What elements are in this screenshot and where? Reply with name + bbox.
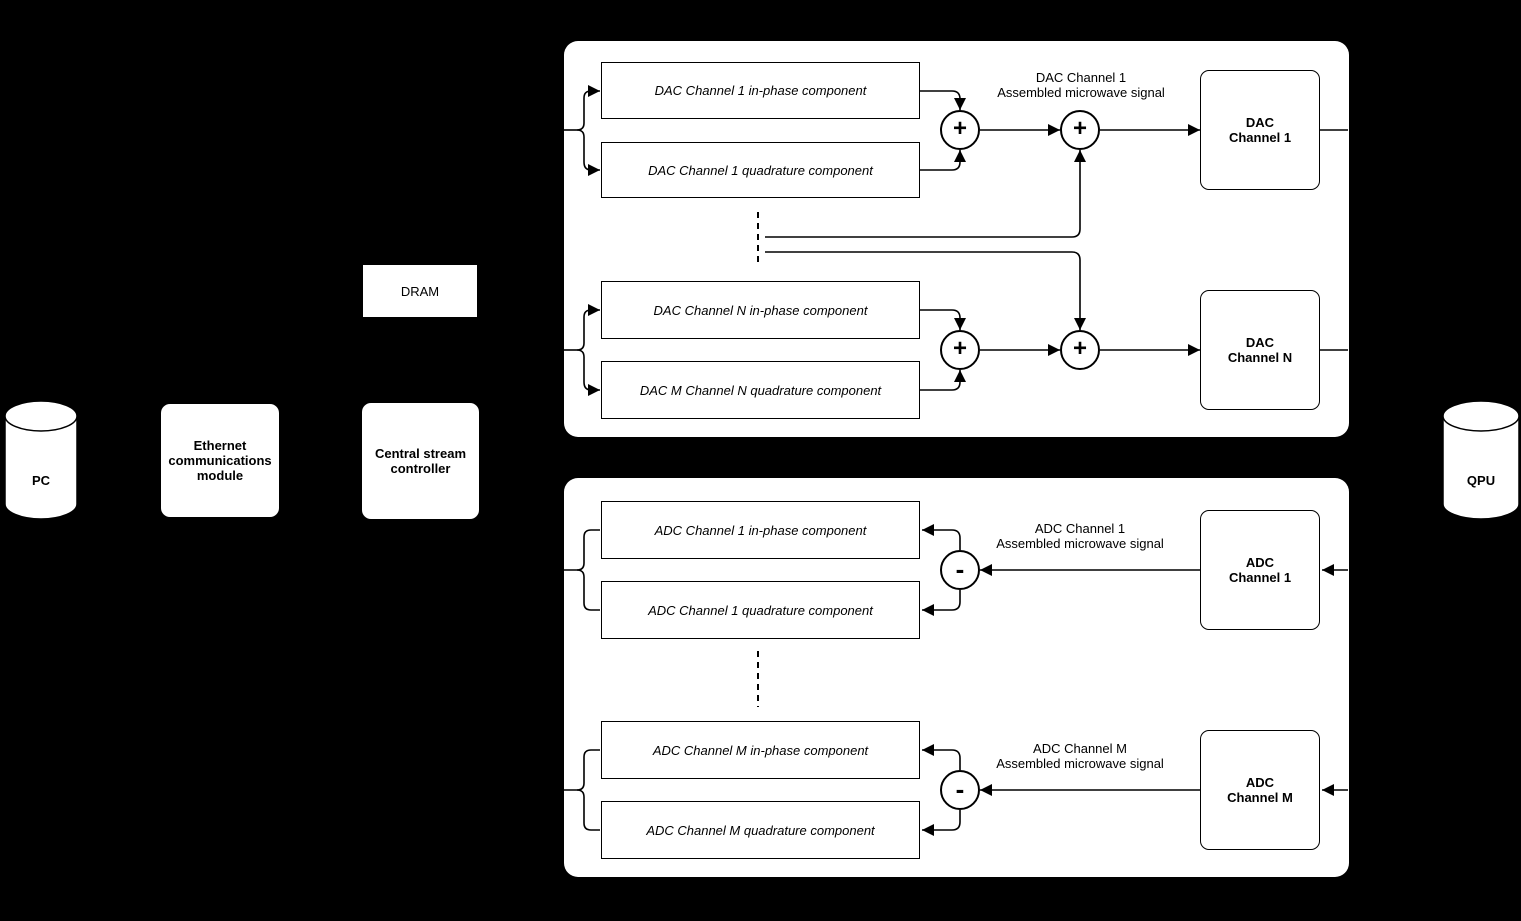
dac-chN-adder-plus-icon: +	[940, 330, 980, 370]
dac-channelN-box: DAC Channel N	[1200, 290, 1320, 410]
plus-icon: +	[1072, 335, 1087, 362]
adc-ch1-signal-label: ADC Channel 1 Assembled microwave signal	[980, 521, 1180, 551]
adc-ch1-inphase-box: ADC Channel 1 in-phase component	[601, 501, 920, 559]
controller-label-line2: controller	[390, 461, 451, 476]
adc-chM-signal-label-line1: ADC Channel M	[1033, 741, 1127, 756]
dac-ch1-inphase-label: DAC Channel 1 in-phase component	[654, 83, 867, 98]
dram-label: DRAM	[400, 283, 440, 299]
adc-chM-signal-label: ADC Channel M Assembled microwave signal	[980, 741, 1180, 771]
qpu-cylinder: QPU	[1442, 400, 1520, 520]
dac-channel1-box: DAC Channel 1	[1200, 70, 1320, 190]
adc-ch1-signal-label-line2: Assembled microwave signal	[996, 536, 1164, 551]
adc-ch1-signal-label-line1: ADC Channel 1	[1034, 521, 1126, 536]
dac-ch1-adder-plus-icon: +	[940, 110, 980, 150]
ethernet-label-line1: Ethernet	[193, 438, 247, 453]
dac-ch1-inphase-box: DAC Channel 1 in-phase component	[601, 62, 920, 119]
adc-chM-quadrature-box: ADC Channel M quadrature component	[601, 801, 920, 859]
qpu-cylinder-shape	[1442, 400, 1520, 520]
adc-chM-inphase-box: ADC Channel M in-phase component	[601, 721, 920, 779]
ethernet-label-line3: module	[196, 468, 244, 483]
plus-icon: +	[952, 115, 967, 142]
dram-box: DRAM	[362, 264, 478, 318]
dac-chN-inphase-label: DAC Channel N in-phase component	[653, 302, 868, 318]
minus-icon: -	[955, 554, 965, 584]
pc-cylinder: PC	[4, 400, 78, 520]
dac-ch1-signal-label-line2: Assembled microwave signal	[997, 85, 1165, 100]
adc-channel1-label-line2: Channel 1	[1228, 570, 1292, 585]
dac-ch1-combiner-plus-icon: +	[1060, 110, 1100, 150]
adc-channel1-box: ADC Channel 1	[1200, 510, 1320, 630]
dac-chN-combiner-plus-icon: +	[1060, 330, 1100, 370]
qpu-label: QPU	[1466, 473, 1496, 488]
controller-label-line1: Central stream	[374, 446, 467, 461]
adc-chM-signal-label-line2: Assembled microwave signal	[996, 756, 1164, 771]
adc-channelM-label-line1: ADC	[1245, 775, 1275, 790]
adc-ch1-subtractor-minus-icon: -	[940, 550, 980, 590]
central-stream-controller-box: Central stream controller	[361, 402, 480, 520]
dac-channel1-label-line1: DAC	[1245, 115, 1275, 130]
dac-channel1-label-line2: Channel 1	[1228, 130, 1292, 145]
plus-icon: +	[1072, 115, 1087, 142]
adc-chM-subtractor-minus-icon: -	[940, 770, 980, 810]
dac-ch1-quadrature-label: DAC Channel 1 quadrature component	[648, 162, 873, 178]
dac-channelN-label-line2: Channel N	[1227, 350, 1293, 365]
pc-cylinder-shape	[4, 400, 78, 520]
adc-chM-inphase-label: ADC Channel M in-phase component	[652, 742, 869, 758]
adc-channelM-label-line2: Channel M	[1227, 790, 1293, 805]
adc-ch1-quadrature-label: ADC Channel 1 quadrature component	[648, 602, 873, 618]
adc-ch1-inphase-label: ADC Channel 1 in-phase component	[654, 522, 867, 538]
pc-label: PC	[31, 473, 51, 488]
adc-channel1-label-line1: ADC	[1245, 555, 1275, 570]
adc-chM-quadrature-label: ADC Channel M quadrature component	[646, 822, 875, 838]
dac-ch1-signal-label: DAC Channel 1 Assembled microwave signal	[981, 70, 1181, 100]
ethernet-label-line2: communications	[168, 453, 272, 468]
adc-channelM-box: ADC Channel M	[1200, 730, 1320, 850]
ethernet-module-box: Ethernet communications module	[160, 403, 280, 518]
dac-ch1-quadrature-box: DAC Channel 1 quadrature component	[601, 142, 920, 198]
dac-chN-quadrature-box: DAC M Channel N quadrature component	[601, 361, 920, 419]
plus-icon: +	[952, 335, 967, 362]
adc-ch1-quadrature-box: ADC Channel 1 quadrature component	[601, 581, 920, 639]
dac-ch1-signal-label-line1: DAC Channel 1	[1035, 70, 1127, 85]
dac-chN-inphase-box: DAC Channel N in-phase component	[601, 281, 920, 339]
minus-icon: -	[955, 774, 965, 804]
dac-chN-quadrature-label: DAC M Channel N quadrature component	[639, 382, 882, 398]
dac-channelN-label-line1: DAC	[1245, 335, 1275, 350]
